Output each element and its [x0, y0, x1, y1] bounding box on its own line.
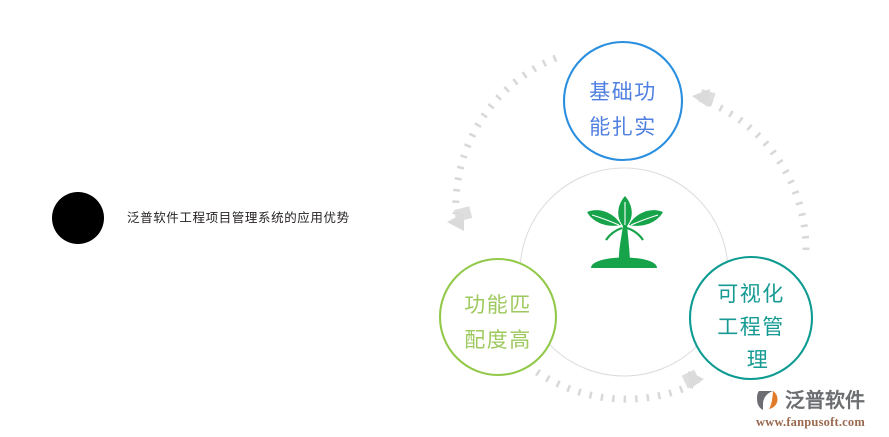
caption-text: 泛普软件工程项目管理系统的应用优势: [127, 209, 350, 225]
arrow-bottom-left-to-bottom-right: [535, 369, 704, 403]
node-top-label-line2: 能扎实: [589, 115, 657, 139]
node-bottom-left-circle[interactable]: [438, 257, 558, 377]
node-bottom-left-label-line1: 功能匹: [464, 293, 532, 317]
node-bottom-right-label-line3: 理: [747, 348, 770, 372]
arrow-bottom-right-to-top: [692, 89, 810, 251]
brand-logo-top-row: 泛普软件: [756, 386, 884, 414]
node-top-circle[interactable]: [562, 40, 684, 162]
node-bottom-right-label-line1: 可视化: [717, 282, 785, 306]
node-bottom-right-label-line2: 工程管: [717, 315, 785, 339]
fanpu-swoosh-logo-icon: [757, 390, 778, 410]
node-bottom-left[interactable]: 功能匹 配度高: [438, 257, 558, 377]
brand-logo-name: 泛普软件: [785, 388, 865, 412]
caption-row: 泛普软件工程项目管理系统的应用优势: [52, 192, 350, 244]
node-bottom-right[interactable]: 可视化 工程管 理: [688, 255, 814, 381]
node-top[interactable]: 基础功 能扎实: [562, 40, 684, 162]
sprout-plant-icon: [587, 196, 663, 268]
arrow-top-to-bottom-left: [447, 54, 558, 231]
node-top-label-line1: 基础功: [589, 80, 657, 104]
node-bottom-left-label-line2: 配度高: [464, 328, 532, 352]
node-bottom-right-circle[interactable]: [688, 255, 814, 381]
filled-circle-bullet-icon: [52, 192, 104, 244]
brand-logo-url: www.fanpusoft.com: [756, 415, 865, 429]
brand-logo: 泛普软件 www.fanpusoft.com: [756, 386, 884, 432]
